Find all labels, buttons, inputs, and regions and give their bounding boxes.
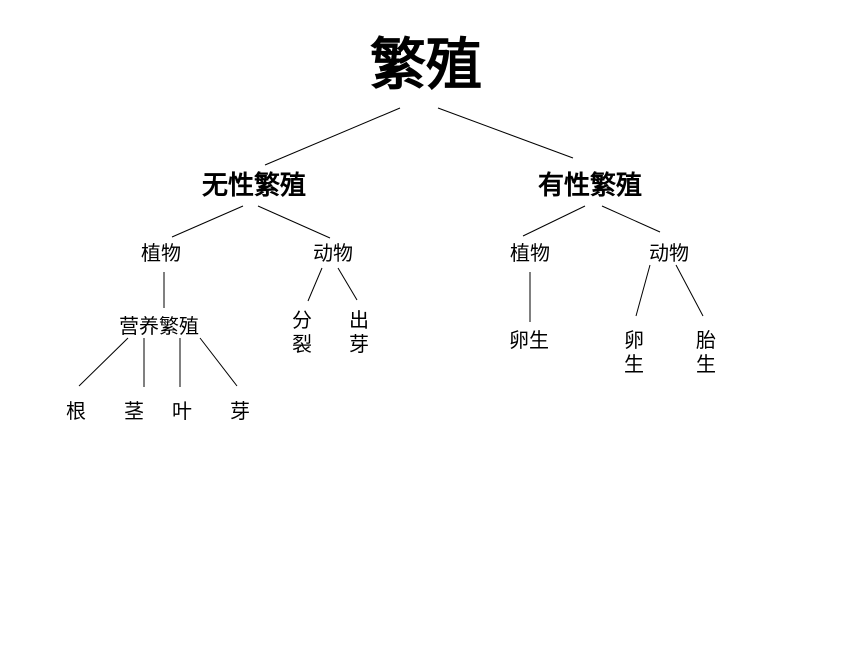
- leaf-organ-leaf: 叶: [172, 399, 192, 423]
- sexual-animal-oviparous-leaf: 卵生: [624, 328, 644, 376]
- edge-animal-budding: [337, 267, 358, 301]
- sexual-plant-oviparous-leaf: 卵生: [509, 328, 549, 352]
- edge-animal-fission: [307, 267, 323, 302]
- budding-leaf: 出芽: [349, 308, 369, 356]
- edge-vegetative-root: [78, 337, 129, 387]
- edge-sexual-animal-viviparous: [675, 264, 704, 317]
- sexual-plant-node: 植物: [510, 241, 550, 265]
- root-node: 繁殖: [370, 33, 482, 98]
- edge-sexual-plant: [522, 205, 586, 237]
- asexual-plant-node: 植物: [141, 241, 181, 265]
- edge-sexual-animal-oviparous: [635, 264, 651, 317]
- root-organ-leaf: 根: [66, 399, 86, 423]
- sexual-animal-viviparous-leaf: 胎生: [696, 328, 716, 376]
- sexual-animal-node: 动物: [649, 241, 689, 265]
- edge-vegetative-bud: [199, 337, 238, 387]
- sexual-node: 有性繁殖: [538, 171, 643, 201]
- asexual-node: 无性繁殖: [202, 171, 307, 201]
- edge-asexual-plant: [171, 205, 244, 238]
- asexual-animal-node: 动物: [313, 241, 353, 265]
- bud-organ-leaf: 芽: [230, 399, 250, 423]
- edge-root-sexual: [437, 107, 574, 159]
- edge-asexual-animal: [257, 205, 331, 239]
- vegetative-node: 营养繁殖: [119, 314, 199, 338]
- edge-sexual-animal: [601, 205, 661, 233]
- stem-organ-leaf: 茎: [124, 399, 144, 423]
- fission-leaf: 分裂: [292, 308, 312, 356]
- edge-root-asexual: [264, 107, 401, 166]
